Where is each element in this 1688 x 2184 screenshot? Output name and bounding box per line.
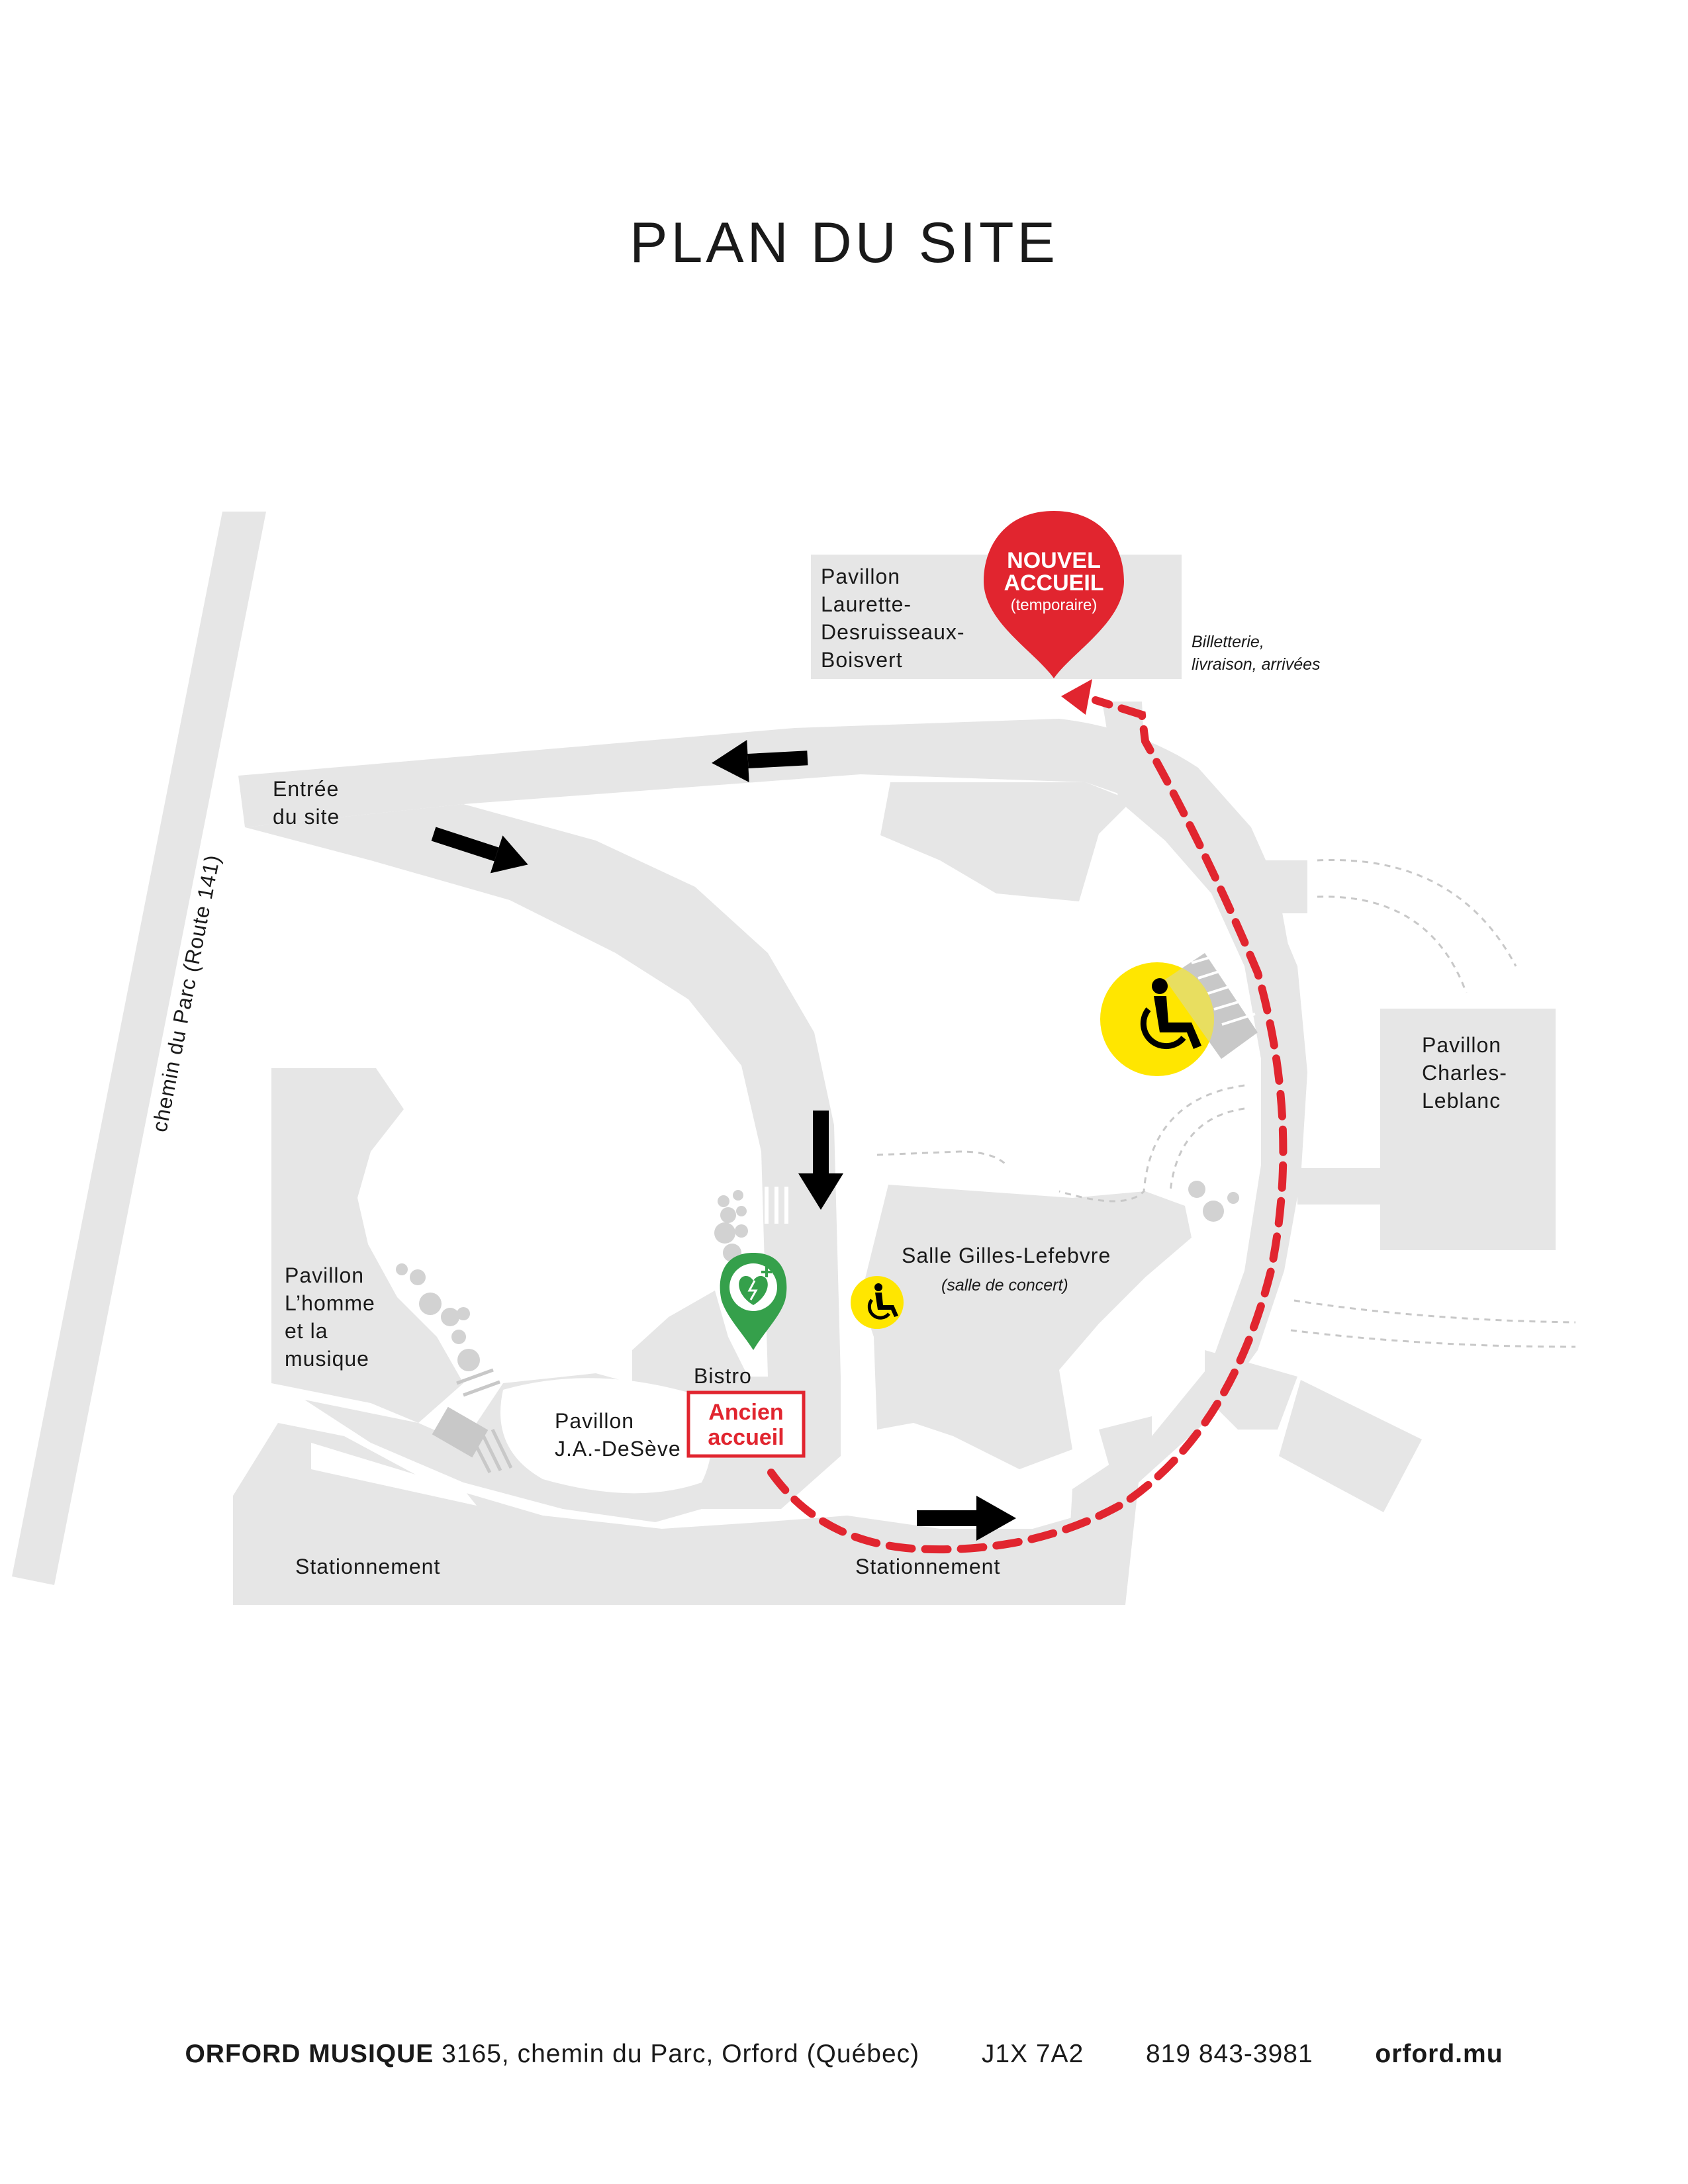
stairs-homme — [432, 1368, 513, 1474]
road-ring-east — [1066, 702, 1307, 1605]
grounds-north — [880, 782, 1132, 901]
footer-address: 3165, chemin du Parc, Orford (Québec) — [442, 2040, 920, 2068]
homme-label-line4: musique — [285, 1347, 369, 1371]
laurette-label-line4: Boisvert — [821, 648, 903, 672]
laurette-label-line1: Pavillon — [821, 565, 900, 588]
nouvel-accueil-line3: (temporaire) — [1011, 596, 1098, 614]
footer: ORFORD MUSIQUE 3165, chemin du Parc, Orf… — [0, 2040, 1688, 2069]
billetterie-label-line2: livraison, arrivées — [1192, 655, 1321, 674]
charles-label-line3: Leblanc — [1422, 1089, 1501, 1113]
arrow-icon — [798, 1111, 843, 1210]
charles-label-line1: Pavillon — [1422, 1033, 1501, 1057]
entree-label-line1: Entrée — [273, 777, 339, 801]
billetterie-label-line1: Billetterie, — [1192, 633, 1264, 651]
parking-lot — [233, 1423, 1125, 1605]
homme-label-line1: Pavillon — [285, 1263, 364, 1287]
building-south-east — [1099, 1416, 1152, 1476]
arrow-icon — [917, 1496, 1016, 1541]
wheelchair-icon-small — [851, 1276, 904, 1329]
ancien-accueil-line1: Ancien — [708, 1400, 783, 1425]
building-charles-leblanc — [1380, 1009, 1556, 1250]
bistro-label: Bistro — [694, 1364, 752, 1388]
tree-dots — [396, 1181, 1239, 1371]
homme-label-line3: et la — [285, 1319, 328, 1343]
laurette-label-line2: Laurette- — [821, 592, 912, 616]
entree-label-line2: du site — [273, 805, 340, 829]
ancien-accueil-line2: accueil — [708, 1425, 784, 1450]
grounds-salle-east — [1205, 1350, 1297, 1430]
stationnement-right-label: Stationnement — [855, 1555, 1000, 1578]
nouvel-accueil-marker: NOUVEL ACCUEIL (temporaire) — [984, 511, 1124, 678]
deseve-label-line1: Pavillon — [555, 1409, 634, 1433]
road-chemin-du-parc — [12, 512, 266, 1585]
road-center — [245, 804, 841, 1377]
laurette-label-line3: Desruisseaux- — [821, 620, 965, 644]
arrow-icon — [712, 740, 808, 782]
connector-charles-bottom — [1297, 1168, 1380, 1205]
arrow-icon — [431, 827, 528, 874]
ancien-accueil-marker: Ancien accueil — [686, 1390, 806, 1458]
salle-label: Salle Gilles-Lefebvre — [902, 1244, 1111, 1267]
page-title: PLAN DU SITE — [630, 211, 1058, 275]
footer-postal: J1X 7A2 — [981, 2040, 1084, 2068]
footer-website-link[interactable]: orford.mu — [1375, 2040, 1503, 2068]
building-east-small — [1279, 1380, 1422, 1512]
heart-defibrillator-icon — [720, 1253, 787, 1350]
building-homme-musique — [271, 1068, 463, 1423]
charles-label-line2: Charles- — [1422, 1061, 1507, 1085]
stationnement-left-label: Stationnement — [295, 1555, 440, 1578]
wheelchair-icon — [1100, 962, 1214, 1076]
road-entrance — [238, 719, 1291, 973]
connector-charles-top — [1244, 860, 1307, 913]
route-dashed-red — [767, 696, 1288, 1554]
nouvel-accueil-line1: NOUVEL — [1007, 548, 1101, 573]
deseve-label-line2: J.A.-DeSève — [555, 1437, 681, 1461]
nouvel-accueil-line2: ACCUEIL — [1004, 570, 1103, 596]
route-arrowhead — [1061, 679, 1092, 715]
salle-sublabel: (salle de concert) — [941, 1276, 1068, 1295]
footer-brand: ORFORD MUSIQUE — [185, 2040, 434, 2068]
footer-phone: 819 843-3981 — [1145, 2040, 1313, 2068]
grounds-salle — [861, 1185, 1192, 1469]
homme-label-line2: L’homme — [285, 1291, 375, 1315]
